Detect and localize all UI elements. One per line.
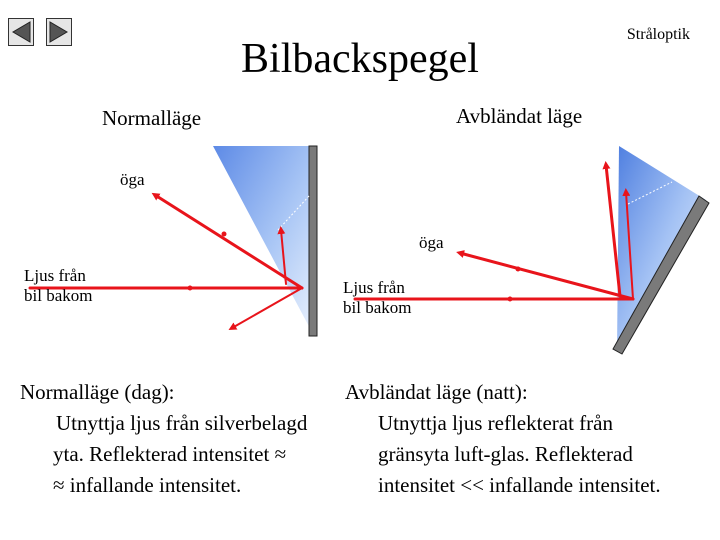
light-source-label-dimmed: Ljus från bil bakom (343, 278, 411, 318)
silver-backing-normal (309, 146, 317, 336)
ray-dot (516, 267, 521, 272)
surface-reflection-dimmed (606, 165, 620, 296)
description-line: Utnyttja ljus från silverbelagd (20, 408, 307, 439)
description-dimmed: Avbländat läge (natt): Utnyttja ljus ref… (345, 377, 661, 501)
description-line: gränsyta luft-glas. Reflekterad (345, 439, 661, 470)
light-source-line: bil bakom (343, 298, 411, 318)
ray-dot (222, 232, 227, 237)
light-source-line: bil bakom (24, 286, 92, 306)
description-line: yta. Reflekterad intensitet ≈ (20, 439, 307, 470)
light-source-line: Ljus från (24, 266, 92, 286)
light-source-line: Ljus från (343, 278, 411, 298)
description-heading: Avbländat läge (natt): (345, 377, 661, 408)
mirror-dimmed (613, 146, 709, 354)
reflected-ray-dimmed (460, 253, 633, 299)
eye-label-normal: öga (120, 170, 145, 190)
description-line: intensitet << infallande intensitet. (345, 470, 661, 501)
side-ray-normal (232, 288, 302, 328)
ray-dot (508, 297, 513, 302)
description-normal: Normalläge (dag): Utnyttja ljus från sil… (20, 377, 307, 501)
ray-dot (188, 286, 193, 291)
description-line: ≈ infallande intensitet. (20, 470, 307, 501)
description-heading: Normalläge (dag): (20, 377, 307, 408)
light-source-label-normal: Ljus från bil bakom (24, 266, 92, 306)
description-line: Utnyttja ljus reflekterat från (345, 408, 661, 439)
eye-label-dimmed: öga (419, 233, 444, 253)
